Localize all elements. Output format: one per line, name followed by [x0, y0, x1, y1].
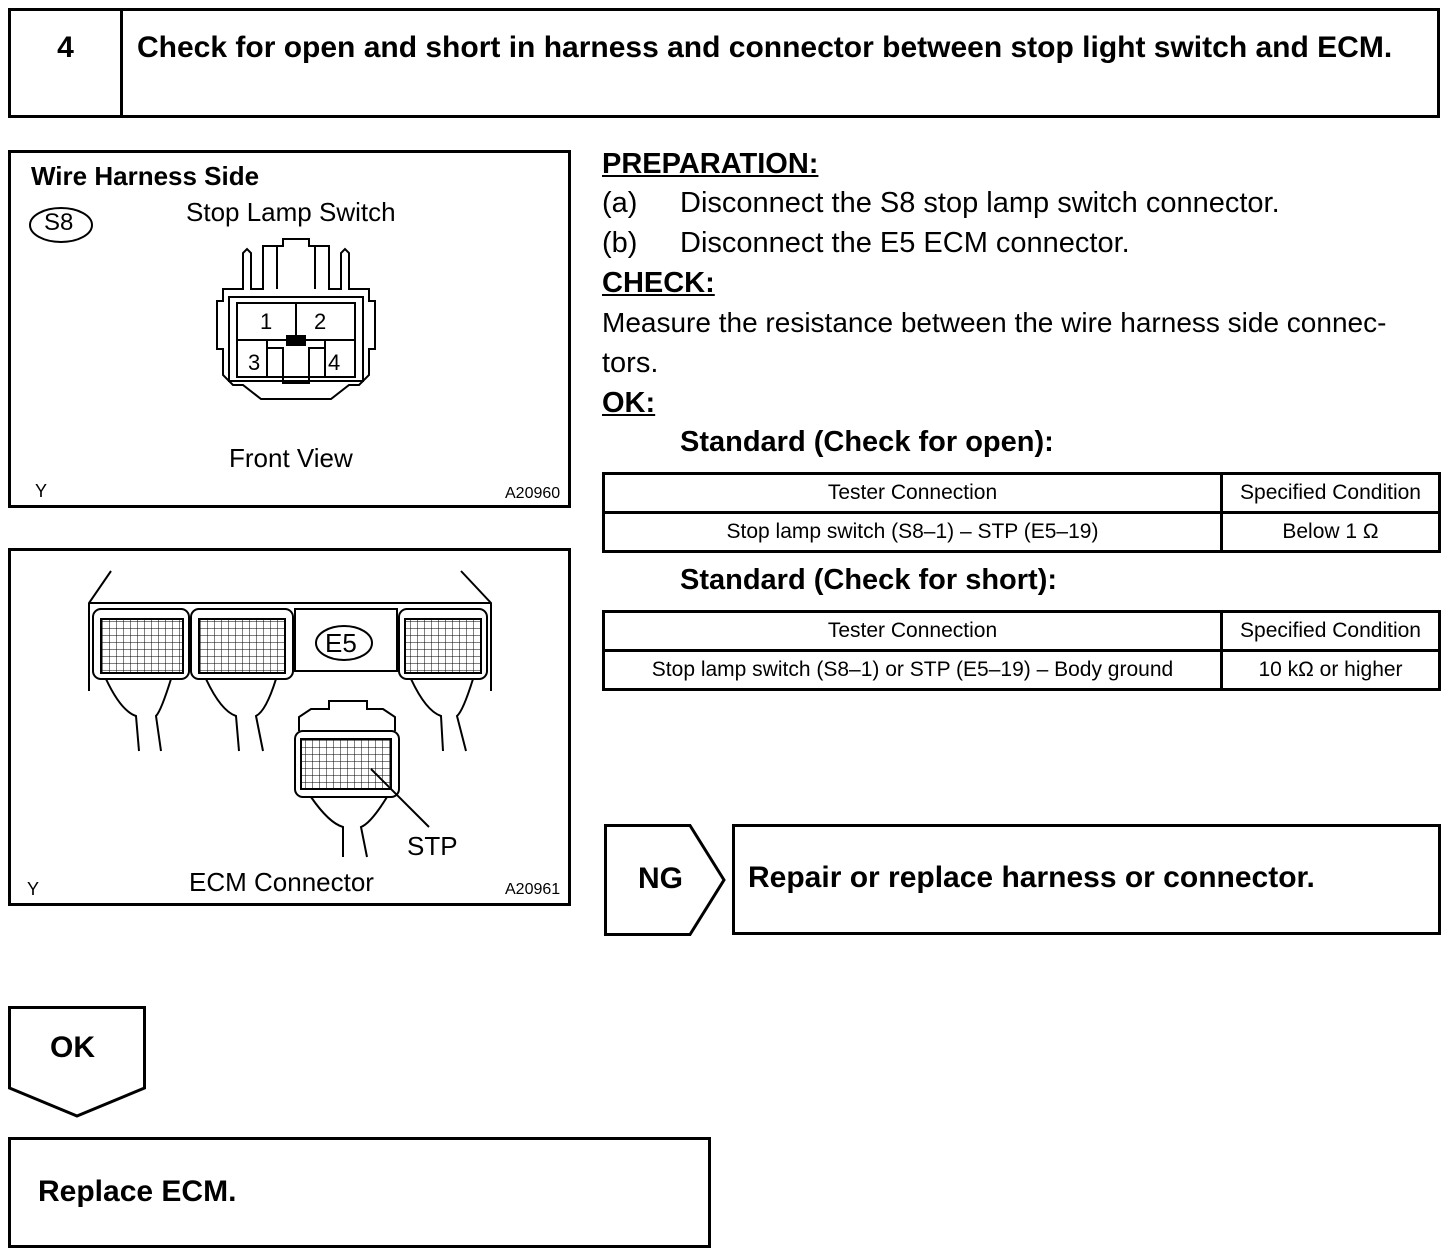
connector-id-s8: S8: [44, 209, 74, 236]
figure-code: A20960: [505, 485, 561, 502]
pin-label: 3: [248, 350, 261, 375]
step-text: Disconnect the E5 ECM connector.: [680, 227, 1130, 259]
table-header: Tester Connection: [602, 610, 1223, 652]
table-row: Stop lamp switch (S8–1) – STP (E5–19) Be…: [602, 511, 1441, 553]
pin-label: 2: [314, 309, 327, 334]
figure-connector-name: ECM Connector: [189, 867, 374, 897]
check-instruction: Measure the resistance between the wire …: [602, 307, 1387, 338]
table-cell: 10 kΩ or higher: [1220, 649, 1441, 691]
step-header: 4 Check for open and short in harness an…: [8, 8, 1440, 118]
connector-id-e5: E5: [325, 628, 357, 658]
ng-label: NG: [638, 862, 683, 895]
check-instruction: tors.: [602, 347, 659, 379]
ok-result-box: [8, 1137, 711, 1248]
terminal-label-stp: STP: [407, 831, 458, 861]
pin-label: 1: [260, 309, 273, 334]
stop-lamp-switch-figure: Wire Harness Side Stop Lamp Switch S8 1 …: [8, 150, 571, 508]
view-label: Front View: [229, 443, 353, 473]
step-label: (b): [602, 227, 638, 259]
step-title: Check for open and short in harness and …: [137, 31, 1393, 64]
connector-s8-diagram: [29, 207, 376, 400]
ok-result-text: Replace ECM.: [38, 1175, 237, 1208]
standard-open-heading: Standard (Check for open):: [680, 426, 1054, 458]
step-label: (a): [602, 187, 638, 219]
figure-corner-mark: Y: [27, 879, 40, 899]
ng-result-text: Repair or replace harness or connector.: [748, 861, 1315, 894]
figure-connector-name: Stop Lamp Switch: [186, 197, 396, 227]
figure-code: A20961: [505, 881, 561, 898]
table-header: Specified Condition: [1220, 610, 1441, 652]
table-cell: Stop lamp switch (S8–1) – STP (E5–19): [602, 511, 1223, 553]
ok-label: OK: [50, 1031, 95, 1064]
step-text: Disconnect the S8 stop lamp switch conne…: [680, 187, 1280, 219]
check-heading: CHECK:: [602, 267, 715, 299]
preparation-step: (b) Disconnect the E5 ECM connector.: [602, 227, 1130, 260]
spec-table-open: Tester Connection Specified Condition St…: [602, 472, 1441, 553]
ok-arrow-shape: [8, 1006, 146, 1118]
pin-label: 4: [328, 350, 341, 375]
table-cell: Stop lamp switch (S8–1) or STP (E5–19) –…: [602, 649, 1223, 691]
table-header: Tester Connection: [602, 472, 1223, 514]
table-cell: Below 1 Ω: [1220, 511, 1441, 553]
preparation-step: (a) Disconnect the S8 stop lamp switch co…: [602, 187, 1280, 220]
table-row: Stop lamp switch (S8–1) or STP (E5–19) –…: [602, 649, 1441, 691]
standard-short-heading: Standard (Check for short):: [680, 564, 1058, 596]
spec-table-short: Tester Connection Specified Condition St…: [602, 610, 1441, 691]
ecm-connector-diagram: [88, 570, 492, 858]
ng-arrow-shape: [604, 824, 726, 936]
ok-heading: OK:: [602, 387, 656, 419]
figure-heading: Wire Harness Side: [31, 161, 260, 191]
table-header: Specified Condition: [1220, 472, 1441, 514]
table-header-row: Tester Connection Specified Condition: [602, 472, 1441, 514]
table-header-row: Tester Connection Specified Condition: [602, 610, 1441, 652]
step-number: 4: [11, 11, 123, 115]
ecm-connector-figure: E5 STP ECM Connector Y A20961: [8, 548, 571, 906]
figure-corner-mark: Y: [35, 481, 48, 501]
preparation-heading: PREPARATION:: [602, 148, 819, 180]
ng-result-box: [732, 824, 1441, 935]
